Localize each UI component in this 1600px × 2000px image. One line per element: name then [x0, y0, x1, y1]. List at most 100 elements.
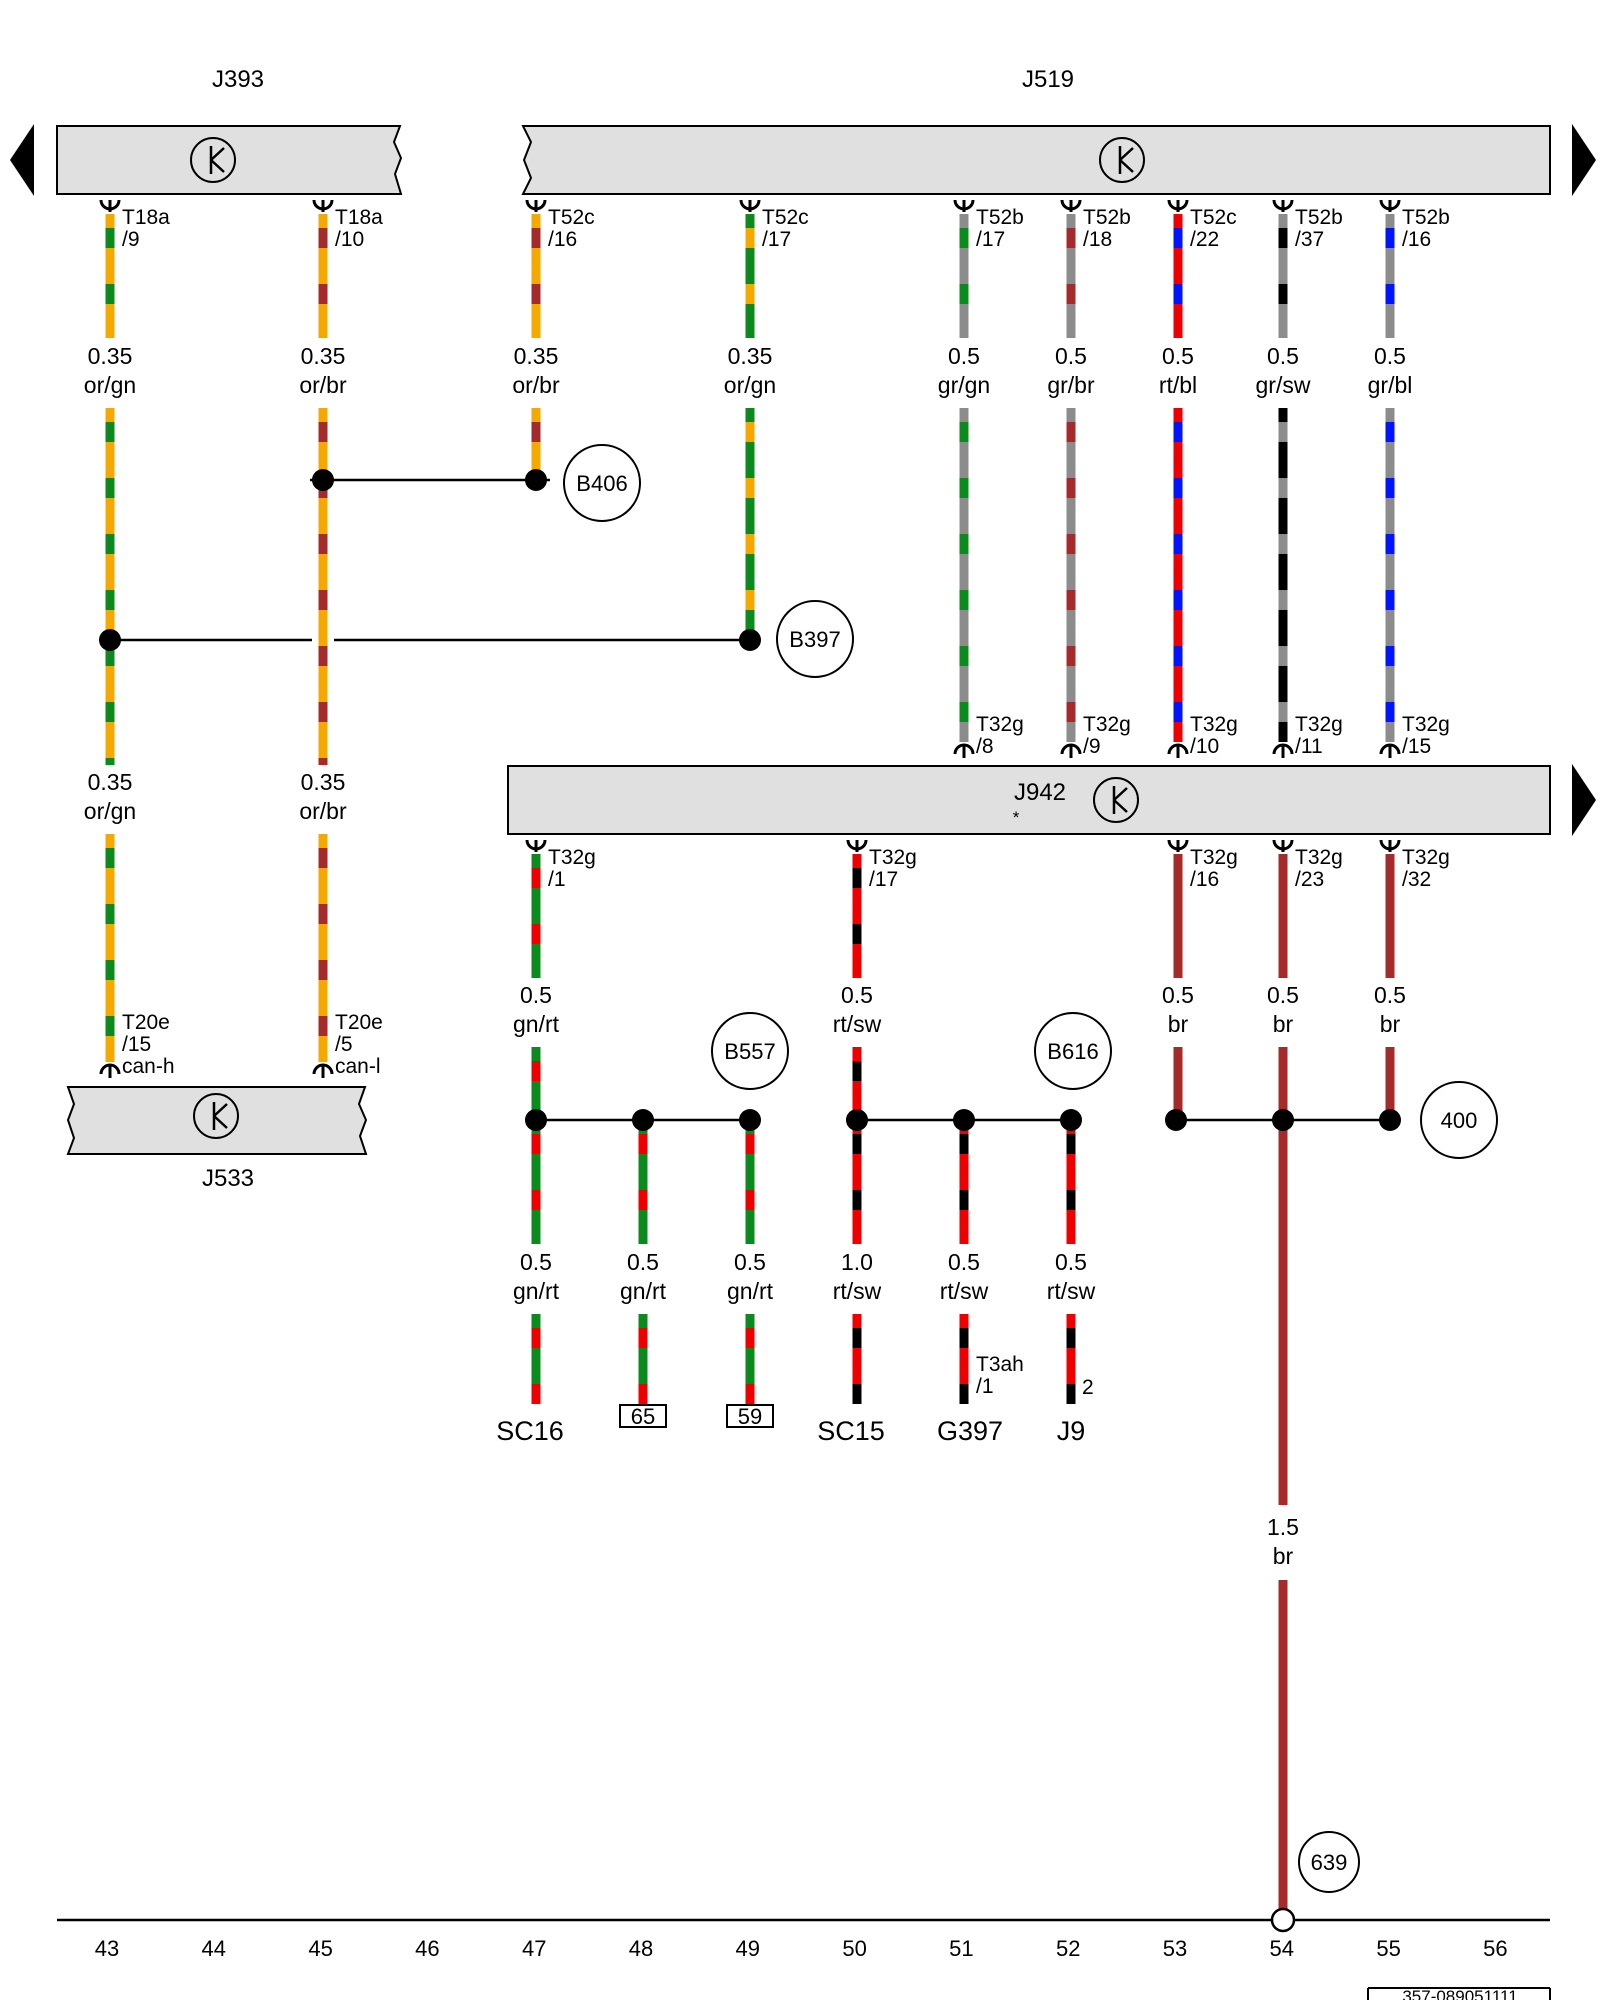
column-number: 52: [1056, 1936, 1080, 1961]
label-gap: [70, 766, 150, 832]
reference-b406: B406: [563, 444, 641, 522]
splice-dot: [1272, 1109, 1294, 1131]
pin-label: T3ah: [976, 1353, 1024, 1376]
column-number: 45: [308, 1936, 332, 1961]
wire-color-label: br: [1380, 1011, 1401, 1037]
pin-label: can-h: [122, 1055, 175, 1078]
component-label-j519: J519: [1022, 66, 1074, 93]
terminal-sc15: SC15: [817, 1416, 885, 1446]
pin-label: /9: [1083, 735, 1101, 758]
wire-color-label: br: [1168, 1011, 1189, 1037]
svg-text:357-089051111: 357-089051111: [1402, 1987, 1517, 2000]
wire-color-label: or/gn: [84, 372, 136, 398]
pin-label: /17: [762, 228, 791, 251]
splice-dot: [846, 1109, 868, 1131]
wire-gauge-label: 0.5: [948, 1249, 980, 1275]
connector-pin-icon: [953, 743, 975, 758]
svg-text:B557: B557: [724, 1039, 775, 1064]
pin-label: T20e: [335, 1011, 383, 1034]
terminal-sc16: SC16: [496, 1416, 564, 1446]
svg-text:65: 65: [631, 1404, 655, 1429]
pin-label: T52b: [1083, 206, 1131, 229]
control-unit-symbol-j393-icon: [190, 137, 236, 183]
pin-label: T18a: [122, 206, 170, 229]
connector-pin-icon: [1272, 839, 1294, 852]
connector-pin-icon: [846, 839, 868, 852]
column-number: 53: [1163, 1936, 1187, 1961]
pin-label: T20e: [122, 1011, 170, 1034]
svg-text:59: 59: [738, 1404, 762, 1429]
pin-label: /32: [1402, 868, 1431, 891]
wire-gauge-label: 0.35: [301, 343, 346, 369]
wire-gauge-label: 0.5: [1055, 1249, 1087, 1275]
wire-gauge-label: 0.35: [301, 769, 346, 795]
component-label-j942: J942: [1014, 779, 1066, 806]
svg-text:B406: B406: [576, 471, 627, 496]
control-unit-symbol-j519-icon: [1099, 137, 1145, 183]
pin-label: T32g: [1295, 846, 1343, 869]
wire-gauge-label: 0.35: [88, 769, 133, 795]
wire-color-label: or/br: [299, 798, 347, 824]
connector-pin-icon: [525, 199, 547, 212]
wire-gauge-label: 0.5: [1374, 982, 1406, 1008]
control-unit-symbol-j533-icon: [193, 1093, 239, 1139]
pin-label: T32g: [1190, 846, 1238, 869]
column-number: 44: [202, 1936, 226, 1961]
pin-label: /1: [548, 868, 566, 891]
wire-color-label: gn/rt: [620, 1278, 667, 1304]
connector-pin-icon: [1060, 199, 1082, 212]
connector-pin-icon: [1167, 199, 1189, 212]
wire-color-label: or/br: [299, 372, 347, 398]
pin-label: T52c: [548, 206, 595, 229]
wire-gauge-label: 0.5: [1267, 343, 1299, 369]
component-label-j533: J533: [202, 1165, 254, 1192]
terminal-j9: J9: [1057, 1416, 1086, 1446]
pin-label: T32g: [548, 846, 596, 869]
wire-color-label: rt/sw: [833, 1278, 882, 1304]
connector-pin-icon: [312, 199, 334, 212]
pin-label: T32g: [976, 713, 1024, 736]
wire-gauge-label: 0.5: [1267, 982, 1299, 1008]
wire-gauge-label: 0.35: [514, 343, 559, 369]
wire-gauge-label: 0.5: [520, 982, 552, 1008]
connector-pin-icon: [1272, 199, 1294, 212]
pin-label: 2: [1082, 1376, 1094, 1399]
component-label-j393: J393: [212, 66, 264, 93]
panel-j942: [507, 765, 1551, 835]
reference-b616: B616: [1034, 1012, 1112, 1090]
pin-label: /16: [1190, 868, 1219, 891]
wire-gauge-label: 0.5: [841, 982, 873, 1008]
reference-400: 400: [1420, 1081, 1498, 1159]
wire-color-label: br: [1273, 1543, 1294, 1569]
wire-color-label: or/gn: [724, 372, 776, 398]
wire-color-label: rt/sw: [940, 1278, 989, 1304]
pin-label: /22: [1190, 228, 1219, 251]
wire-color-label: gn/rt: [727, 1278, 774, 1304]
splice-dot: [1165, 1109, 1187, 1131]
svg-text:639: 639: [1311, 1850, 1348, 1875]
splice-dot: [1060, 1109, 1082, 1131]
connector-pin-icon: [739, 199, 761, 212]
document-number: 357-089051111: [1367, 1987, 1551, 2000]
wire-color-label: or/gn: [84, 798, 136, 824]
pin-label: T32g: [1402, 846, 1450, 869]
column-number: 51: [949, 1936, 973, 1961]
pin-label: T52b: [1295, 206, 1343, 229]
panel-j393: [56, 125, 403, 195]
pin-label: T32g: [1295, 713, 1343, 736]
wire-gauge-label: 0.5: [627, 1249, 659, 1275]
wire-color-label: gr/sw: [1256, 372, 1311, 398]
panel-j519: [521, 125, 1551, 195]
splice-dot: [1379, 1109, 1401, 1131]
reference-639: 639: [1298, 1831, 1360, 1893]
wire-gauge-label: 0.5: [1374, 343, 1406, 369]
wire-color-label: rt/bl: [1159, 372, 1197, 398]
pin-label: T32g: [1083, 713, 1131, 736]
panel-j533: [66, 1086, 368, 1155]
wire-color-label: gr/br: [1047, 372, 1095, 398]
pin-label: T32g: [1190, 713, 1238, 736]
label-gap: [283, 766, 363, 832]
connector-pin-icon: [1167, 743, 1189, 758]
wire-gauge-label: 0.5: [734, 1249, 766, 1275]
